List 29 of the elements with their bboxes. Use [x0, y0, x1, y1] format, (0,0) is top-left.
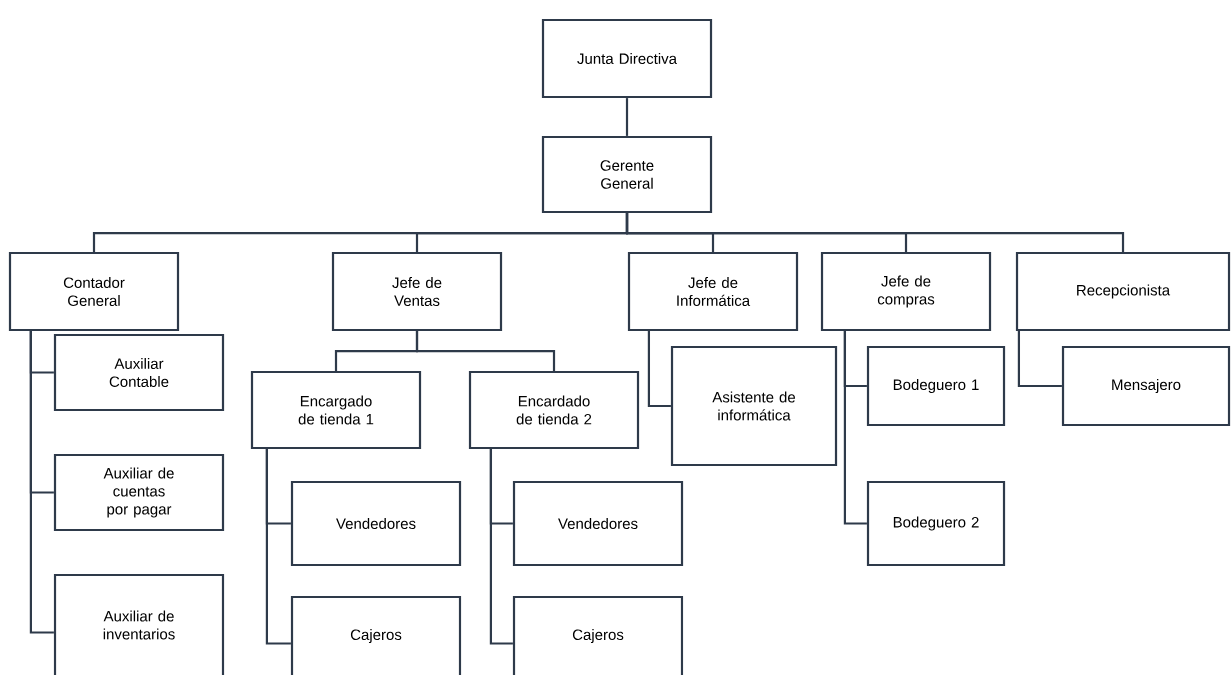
org-box: Gerente General: [541, 135, 713, 214]
org-box: Vendedores: [512, 480, 684, 567]
connector-line: [1017, 331, 1062, 388]
org-box: Bodeguero 2: [866, 480, 1006, 567]
connector-line: [647, 331, 671, 408]
org-box: Mensajero: [1061, 345, 1231, 427]
connector-line: [625, 213, 1125, 252]
org-box: Cajeros: [512, 595, 684, 675]
org-box: Auxiliar de inventarios: [53, 573, 225, 675]
org-box: Auxiliar Contable: [53, 333, 225, 412]
connector-line: [29, 331, 54, 634]
org-box: Jefe de Ventas: [331, 251, 503, 332]
org-box: Encargado de tienda 1: [250, 370, 422, 450]
org-box: Contador General: [8, 251, 180, 332]
org-box: Jefe de compras: [820, 251, 992, 332]
connector-line: [489, 449, 513, 645]
org-box: Cajeros: [290, 595, 462, 675]
connector-line: [265, 449, 291, 645]
org-box: Auxiliar de cuentas por pagar: [53, 453, 225, 532]
org-box: Junta Directiva: [541, 18, 713, 99]
org-box: Vendedores: [290, 480, 462, 567]
org-box: Jefe de Informática: [627, 251, 799, 332]
connector-line: [843, 331, 867, 525]
org-box: Recepcionista: [1015, 251, 1231, 332]
org-box: Encardado de tienda 2: [468, 370, 640, 450]
org-box: Bodeguero 1: [866, 345, 1006, 427]
org-box: Asistente de informática: [670, 345, 838, 467]
connector-line: [415, 331, 556, 371]
connector-line: [625, 98, 629, 136]
